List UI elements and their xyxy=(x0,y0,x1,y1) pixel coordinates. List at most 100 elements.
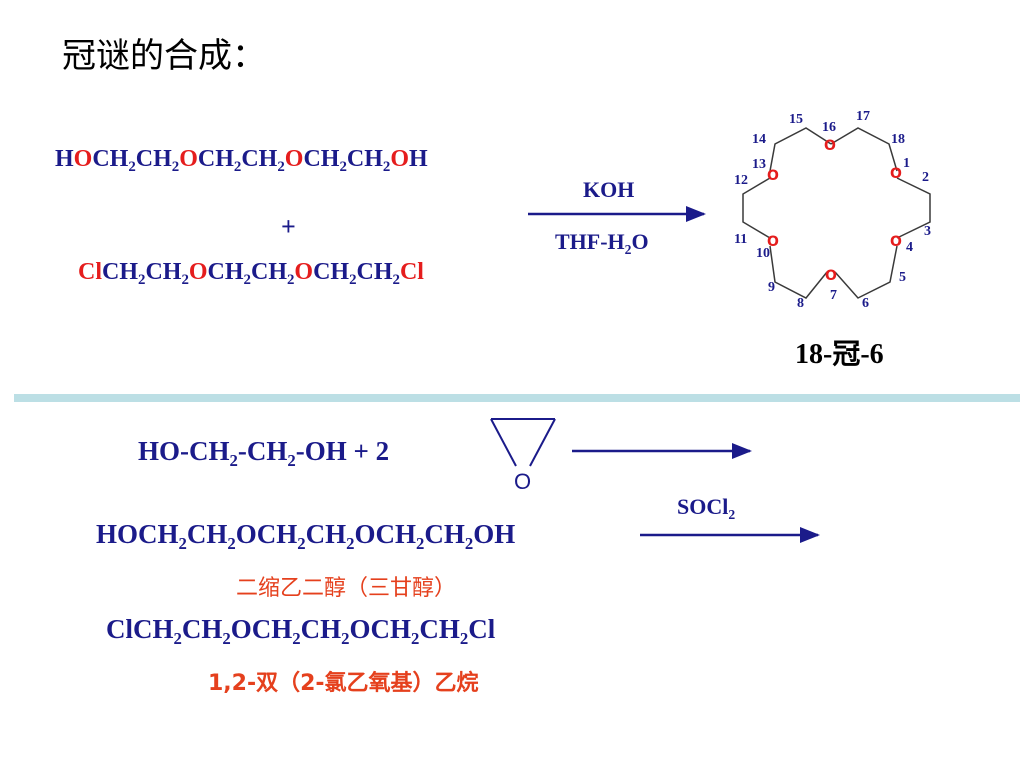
formula-subscript: 2 xyxy=(382,159,391,176)
crown-oxygen: O xyxy=(825,268,837,284)
ring-number: 8 xyxy=(797,296,804,311)
formula-segment: THF-H xyxy=(555,229,625,254)
reactant-dichloro-ether: ClCH2CH2OCH2CH2OCH2CH2Cl xyxy=(78,259,424,289)
formula-segment: O xyxy=(73,146,93,172)
formula-subscript: 2 xyxy=(227,533,236,553)
ring-number: 12 xyxy=(734,173,748,188)
formula-subscript: 2 xyxy=(138,272,146,289)
ring-number: 11 xyxy=(734,232,747,247)
triethylene-glycol-name: 二缩乙二醇（三甘醇） xyxy=(236,576,457,601)
formula-segment: H xyxy=(55,146,74,172)
formula-segment: OH xyxy=(473,519,516,549)
ring-number: 9 xyxy=(768,280,775,295)
ring-number: 7 xyxy=(830,288,837,303)
formula-subscript: 2 xyxy=(229,450,238,470)
reagent-socl2: SOCl2 xyxy=(677,494,735,521)
formula-subscript: 2 xyxy=(171,159,180,176)
formula-segment: Cl xyxy=(468,614,496,644)
formula-subscript: 2 xyxy=(411,628,420,648)
formula-segment: OCH xyxy=(349,614,412,644)
formula-segment: CH xyxy=(250,259,287,285)
formula-segment: SOCl xyxy=(677,494,729,519)
formula-subscript: 2 xyxy=(459,628,469,648)
crown-oxygen: O xyxy=(767,168,779,184)
formula-segment: OCH xyxy=(354,519,417,549)
formula-subscript: 2 xyxy=(243,272,251,289)
formula-segment: CH xyxy=(186,519,228,549)
formula-subscript: 2 xyxy=(178,533,187,553)
ring-number: 4 xyxy=(906,240,913,255)
formula-segment: CH xyxy=(135,146,172,172)
formula-segment: CH xyxy=(92,146,129,172)
reactant-ethylene-glycol: HO-CH2-CH2-OH + 2 xyxy=(138,436,390,470)
formula-subscript: 2 xyxy=(297,533,306,553)
formula-segment: CH xyxy=(305,519,347,549)
formula-segment: CH xyxy=(145,259,182,285)
formula-subscript: 2 xyxy=(339,159,347,176)
crown-oxygen: O xyxy=(890,166,902,182)
ring-number: 1 xyxy=(903,156,910,171)
ring-number: 18 xyxy=(891,132,905,147)
formula-segment: -OH + 2 xyxy=(295,436,390,466)
formula-segment: CH xyxy=(356,259,393,285)
formula-segment: -CH xyxy=(237,436,288,466)
formula-segment: HOCH xyxy=(96,519,179,549)
formula-segment: Cl xyxy=(78,259,102,285)
ring-number: 2 xyxy=(922,170,929,185)
formula-subscript: 2 xyxy=(346,533,355,553)
product-name: 18-冠-6 xyxy=(795,339,884,370)
crown-ring-numbers: 1 2 3 4 5 6 7 8 9 10 11 12 13 14 15 16 1… xyxy=(734,109,931,311)
formula-segment: CH xyxy=(241,146,278,172)
formula-segment: O xyxy=(631,229,649,254)
ring-number: 3 xyxy=(924,224,931,239)
formula-segment: CH xyxy=(181,614,223,644)
formula-segment: HO-CH xyxy=(138,436,230,466)
formula-segment: Cl xyxy=(399,259,424,285)
formula-subscript: 2 xyxy=(173,628,182,648)
formula-subscript: 2 xyxy=(287,450,296,470)
ring-number: 14 xyxy=(752,132,766,147)
ring-number: 6 xyxy=(862,296,869,311)
dichloro-ether-formula: ClCH2CH2OCH2CH2OCH2CH2Cl xyxy=(106,614,496,648)
section-divider xyxy=(14,394,1020,402)
ring-number: 13 xyxy=(752,157,766,172)
formula-subscript: 2 xyxy=(341,628,350,648)
crown-oxygen: O xyxy=(824,138,836,154)
triethylene-glycol-formula: HOCH2CH2OCH2CH2OCH2CH2OH xyxy=(96,519,516,553)
ring-number: 15 xyxy=(789,112,803,127)
formula-segment: CH xyxy=(197,146,234,172)
formula-subscript: 2 xyxy=(128,159,136,176)
plus-sign: + xyxy=(281,212,296,241)
formula-segment: CH xyxy=(313,259,350,285)
crown-oxygen: O xyxy=(767,234,779,250)
ring-number: 17 xyxy=(856,109,870,124)
ring-number: 5 xyxy=(899,270,906,285)
formula-segment: CH xyxy=(346,146,383,172)
reactant-tetraethylene-glycol: HOCH2CH2OCH2CH2OCH2CH2OH xyxy=(55,146,428,176)
formula-subscript: 2 xyxy=(392,272,400,289)
formula-subscript: 2 xyxy=(464,533,474,553)
formula-subscript: 2 xyxy=(624,241,632,257)
crown-ether-structure xyxy=(742,127,931,299)
page-title: 冠谜的合成： xyxy=(62,36,266,76)
formula-subscript: 2 xyxy=(349,272,357,289)
formula-segment: O xyxy=(179,146,198,172)
formula-segment: CH xyxy=(419,614,460,644)
formula-segment: O xyxy=(390,146,409,172)
formula-segment: H xyxy=(408,146,428,172)
formula-subscript: 2 xyxy=(233,159,242,176)
crown-oxygen: O xyxy=(890,234,902,250)
formula-segment: O xyxy=(188,259,208,285)
formula-subscript: 2 xyxy=(222,628,231,648)
formula-segment: CH xyxy=(424,519,465,549)
formula-segment: CH xyxy=(207,259,244,285)
epoxide-oxygen: O xyxy=(514,469,531,494)
formula-segment: O xyxy=(284,146,304,172)
epoxide-structure: O xyxy=(490,418,556,494)
crown-oxygen-atoms: O O O O O O xyxy=(767,138,902,284)
formula-subscript: 2 xyxy=(277,159,285,176)
reagent-koh: KOH xyxy=(583,177,635,202)
ring-number: 10 xyxy=(756,246,770,261)
formula-subscript: 2 xyxy=(286,272,295,289)
